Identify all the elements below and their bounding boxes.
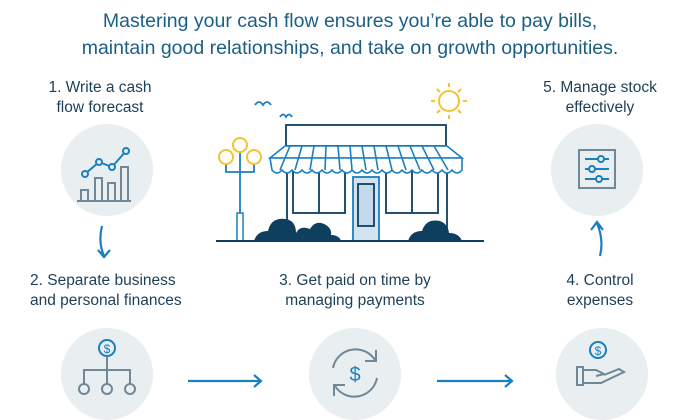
shop-building	[285, 124, 448, 242]
step-2-line-2: and personal finances	[30, 292, 182, 309]
svg-text:$: $	[349, 364, 360, 386]
step-5-circle	[551, 124, 643, 216]
step-3-line-1: 3. Get paid on time by	[279, 272, 431, 289]
hand-coin-icon: $	[576, 341, 627, 386]
headline-line-2: maintain good relationships, and take on…	[81, 37, 619, 59]
step-2-line-1: 2. Separate business	[30, 272, 176, 289]
step-3-label: 3. Get paid on time by managing payments	[260, 271, 450, 311]
headline: Mastering your cash flow ensures you’re …	[0, 8, 700, 62]
svg-text:$: $	[595, 344, 602, 358]
step-1-circle	[61, 124, 153, 216]
dollar-cycle-icon: $	[332, 348, 378, 398]
step-1-line-1: 1. Write a cash	[48, 79, 152, 96]
arrow-step4-to-step5	[590, 220, 604, 257]
step-2-label: 2. Separate business and personal financ…	[30, 271, 230, 311]
step-2-circle: $	[61, 328, 153, 420]
step-4-line-1: 4. Control	[566, 272, 634, 289]
step-3-circle: $	[309, 328, 401, 420]
step-1-label: 1. Write a cash flow forecast	[30, 78, 170, 118]
step-4-circle: $	[556, 328, 648, 420]
sun-icon	[431, 83, 467, 119]
money-hierarchy-icon: $	[78, 339, 136, 395]
awning	[267, 145, 465, 174]
flow-arrows	[97, 220, 604, 388]
arrow-step1-to-step2	[97, 225, 111, 259]
headline-line-1: Mastering your cash flow ensures you’re …	[102, 10, 598, 32]
step-3-line-2: managing payments	[285, 292, 425, 309]
arrow-step3-to-step4	[437, 374, 514, 388]
birds-icon	[254, 101, 293, 119]
arrow-step2-to-step3	[188, 374, 263, 388]
sliders-icon	[578, 149, 616, 189]
step-5-line-2: effectively	[565, 99, 635, 116]
step-1-line-2: flow forecast	[56, 99, 144, 116]
svg-text:$: $	[104, 342, 111, 356]
step-4-label: 4. Control expenses	[540, 271, 660, 311]
street-lamp-icon	[218, 137, 262, 242]
bushes	[254, 218, 462, 241]
step-5-line-1: 5. Manage stock	[543, 79, 657, 96]
step-4-line-2: expenses	[566, 292, 634, 309]
storefront-illustration	[216, 83, 484, 242]
chart-icon	[77, 147, 131, 202]
step-5-label: 5. Manage stock effectively	[525, 78, 675, 118]
